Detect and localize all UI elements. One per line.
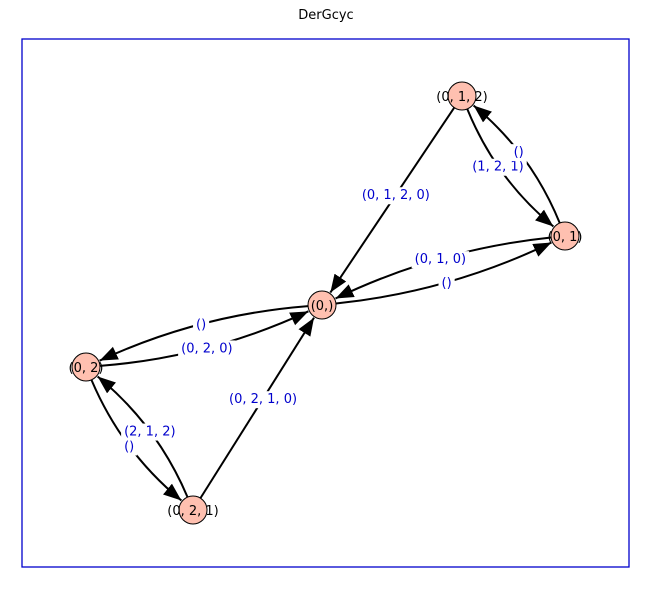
edge-label-background xyxy=(438,274,455,292)
edge-label-background xyxy=(226,391,301,409)
nodes-layer: (0, 1) (0, 1, 2) (0,) (0, 2) (0, 2, 1) xyxy=(69,81,583,525)
edge-label-background xyxy=(411,251,470,269)
node-circle xyxy=(550,221,580,251)
edge-label-text: () xyxy=(442,276,452,291)
edge-label-n02-to-n0: (0, 2, 0) xyxy=(178,340,236,358)
edge-label-n012-to-n0: (0, 1, 2, 0) xyxy=(358,187,433,205)
edge-label-text: (0, 2, 0) xyxy=(181,341,233,356)
edge-label-n02-to-n021: () xyxy=(121,438,138,456)
node-n01: (0, 1) xyxy=(548,221,583,251)
node-label: (0, 2, 1) xyxy=(167,504,219,519)
edge-label-n0-to-n01: () xyxy=(438,274,455,292)
edge-label-text: (0, 2, 1, 0) xyxy=(229,392,297,407)
edge-label-background xyxy=(121,438,138,456)
edge-label-text: (1, 2, 1) xyxy=(472,160,524,175)
node-circle xyxy=(178,495,208,525)
edge-label-text: (2, 1, 2) xyxy=(124,425,176,440)
node-circle xyxy=(71,352,101,382)
edge-labels-layer: (0, 1, 2, 0)(1, 2, 1)()(0, 1, 0)()(0, 2,… xyxy=(121,144,527,456)
node-label: (0,) xyxy=(311,299,334,314)
node-n0: (0,) xyxy=(307,290,337,320)
node-n021: (0, 2, 1) xyxy=(167,495,219,525)
diagram-title: DerGcyc xyxy=(298,8,354,23)
node-circle xyxy=(307,290,337,320)
edge-label-background xyxy=(469,158,527,176)
edge-label-background xyxy=(358,187,433,205)
edge-label-n021-to-n0: (0, 2, 1, 0) xyxy=(226,391,301,409)
edge-label-text: (0, 1, 0) xyxy=(415,252,467,267)
edge-label-text: (0, 1, 2, 0) xyxy=(362,188,430,203)
node-circle xyxy=(447,81,477,111)
edge-label-n021-to-n02: (2, 1, 2) xyxy=(121,423,179,441)
node-label: (0, 2) xyxy=(69,361,104,376)
edge-label-background xyxy=(121,423,179,441)
edge-label-n012-to-n01: (1, 2, 1) xyxy=(469,158,527,176)
node-n012: (0, 1, 2) xyxy=(436,81,488,111)
plot-frame xyxy=(21,38,630,568)
edge-label-text: () xyxy=(196,318,206,333)
edge-label-n0-to-n02: () xyxy=(193,316,210,334)
edge-label-background xyxy=(178,340,236,358)
edge-label-text: () xyxy=(124,439,134,454)
edge-label-background xyxy=(193,316,210,334)
edge-label-n01-to-n0: (0, 1, 0) xyxy=(411,251,470,269)
node-label: (0, 1) xyxy=(548,230,583,245)
node-label: (0, 1, 2) xyxy=(436,90,488,105)
edge-label-n01-to-n012: () xyxy=(510,144,527,162)
edge-label-text: () xyxy=(514,145,524,160)
edge-label-background xyxy=(510,144,527,162)
node-n02: (0, 2) xyxy=(69,352,104,382)
